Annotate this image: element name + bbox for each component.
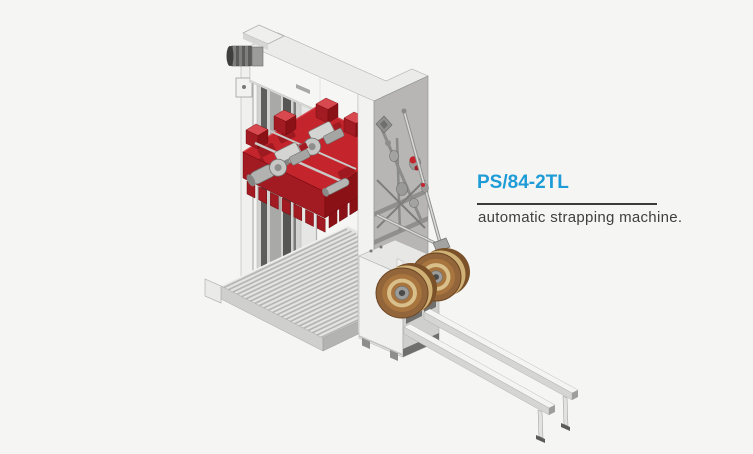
product-description: automatic strapping machine. (478, 208, 683, 226)
strap-head-unit-2 (246, 142, 311, 187)
caption-divider (477, 202, 657, 205)
guide-rail-rear (423, 308, 579, 431)
conveyor-end-plate (204, 278, 222, 304)
guide-rails (403, 308, 579, 443)
rail-slot-2 (424, 299, 436, 313)
rail-leg (562, 395, 569, 427)
drive-motor (226, 45, 264, 67)
strap-coil-reels (375, 248, 470, 319)
strap-head-unit-3 (322, 178, 350, 197)
red-clamp-detail (409, 156, 417, 164)
beam-label (296, 84, 310, 94)
strap-guide-clamp (389, 150, 399, 162)
box-foot (362, 338, 370, 349)
column-ledge-1 (374, 188, 428, 217)
product-model: PS/84-2TL (477, 172, 569, 193)
support-strut (376, 108, 451, 253)
guide-rail-front (403, 323, 556, 443)
product-caption: PS/84-2TL automatic strapping machine. (477, 172, 697, 227)
strap-coil-left (375, 263, 437, 319)
box-foot (390, 350, 398, 361)
rail-leg (537, 409, 544, 439)
